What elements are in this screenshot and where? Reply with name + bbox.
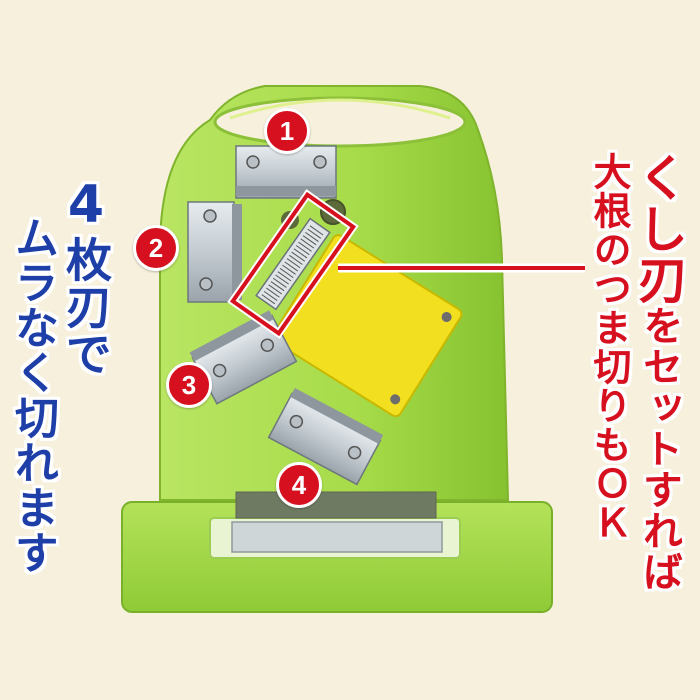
screw-icon <box>203 209 217 223</box>
right-caption-title: くし刃をセットすれば <box>630 152 688 592</box>
blade-3 <box>189 310 298 405</box>
screw-icon <box>441 312 452 323</box>
screw-icon <box>313 155 327 169</box>
screw-icon <box>199 277 213 291</box>
screw-icon <box>212 363 227 378</box>
right-caption-title-main: くし刃 <box>630 152 688 305</box>
blade-number-1: 1 <box>264 108 310 154</box>
screw-icon <box>260 338 275 352</box>
blade-number-3: 3 <box>166 362 212 408</box>
handle-hole <box>213 96 467 148</box>
left-caption-subtitle: ムラなく切れます <box>7 215 58 575</box>
blade-number-2: 2 <box>133 225 179 271</box>
screw-icon <box>390 394 401 405</box>
left-caption-number: 4 <box>56 175 116 236</box>
blade-4 <box>267 388 384 486</box>
left-caption-title: 4枚刃で <box>56 175 116 377</box>
body-bottom-opening <box>235 491 437 519</box>
screw-icon <box>289 414 304 429</box>
right-caption-title-rest: をセットすれば <box>636 305 682 592</box>
right-caption-subtitle: 大根のつま切りもＯＫ <box>587 152 631 542</box>
blade-2 <box>187 201 242 303</box>
blade-number-4: 4 <box>276 462 322 508</box>
blade-1 <box>235 145 337 199</box>
left-caption-title-rest: 枚刃で <box>59 236 113 377</box>
screw-icon <box>347 445 362 460</box>
slice-output-slot <box>231 521 443 553</box>
screw-icon <box>246 155 260 169</box>
comb-blade <box>255 217 331 311</box>
